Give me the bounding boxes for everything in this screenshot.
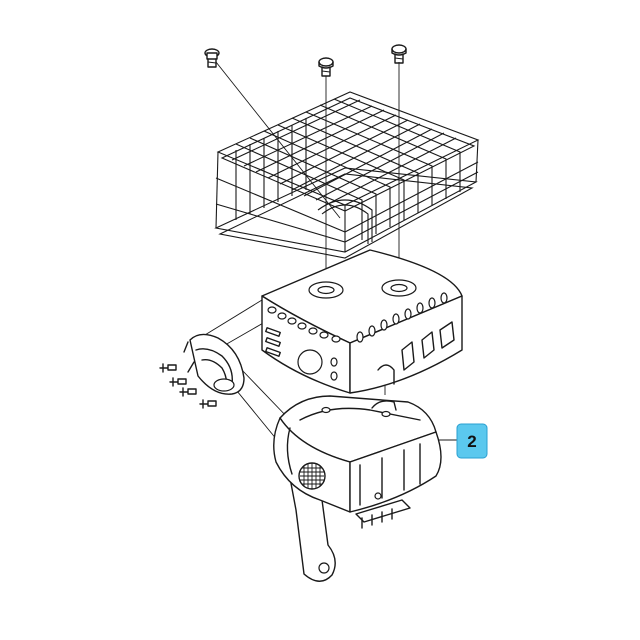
callout-2-badge [456, 423, 488, 459]
screw-top-middle [318, 57, 334, 77]
muffler-outlet-mesh [298, 462, 326, 490]
callout-2-label: 2 [467, 432, 476, 451]
exhaust-deflector [183, 333, 245, 395]
screw-top-right [391, 44, 407, 64]
screw-top-left [204, 48, 220, 68]
muffler-body [273, 395, 442, 582]
deflector-screws [159, 363, 217, 409]
wire-guard [214, 91, 480, 259]
callout-2[interactable]: 2 [438, 423, 488, 459]
muffler-heat-shield [261, 249, 463, 394]
